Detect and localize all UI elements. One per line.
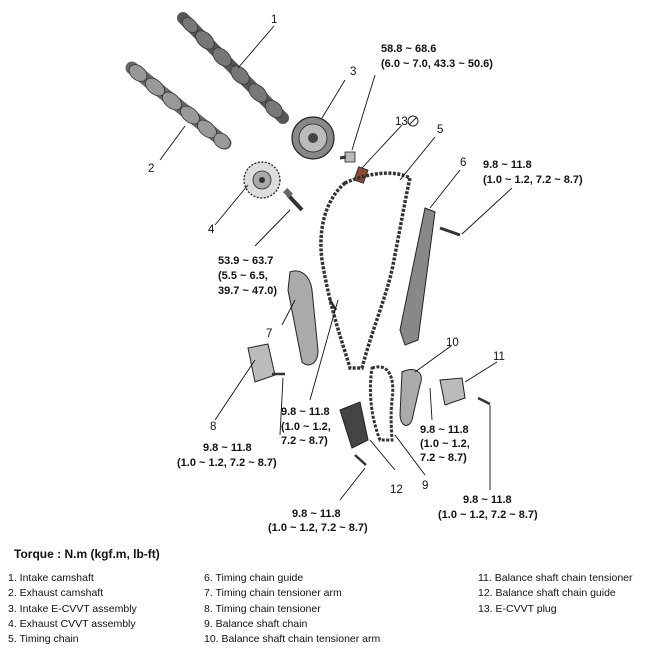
torque-spec-10: 9.8 ~ 11.8 (1.0 ~ 1.2, 7.2 ~ 8.7) <box>420 424 470 464</box>
torque-line: 53.9 ~ 63.7 <box>218 255 273 267</box>
torque-line: 9.8 ~ 11.8 <box>420 424 469 436</box>
timing-chain-tensioner-arm-part <box>287 270 319 366</box>
torque-line: (1.0 ~ 1.2, <box>281 421 331 433</box>
guide-12-bolt-part <box>354 454 367 466</box>
legend-item: 10. Balance shaft chain tensioner arm <box>204 633 381 646</box>
ecvvt-bolt-part <box>339 151 356 163</box>
legend-item: 6. Timing chain guide <box>204 572 304 584</box>
torque-line: 9.8 ~ 11.8 <box>281 406 330 418</box>
torque-spec-11: 9.8 ~ 11.8 (1.0 ~ 1.2, 7.2 ~ 8.7) <box>438 494 538 521</box>
legend-item: 12. Balance shaft chain guide <box>478 587 616 600</box>
legend-column-3: 11. Balance shaft chain tensioner 12. Ba… <box>478 571 633 617</box>
legend-item: 7. Timing chain tensioner arm <box>204 587 342 600</box>
callout-5: 5 <box>437 124 443 136</box>
balance-shaft-chain-part <box>368 365 395 442</box>
torque-spec-7: 9.8 ~ 11.8 (1.0 ~ 1.2, 7.2 ~ 8.7) <box>281 406 331 447</box>
timing-chain-guide-part <box>399 207 436 346</box>
legend-item: 1. Intake camshaft <box>8 572 94 584</box>
torque-spec-8: 9.8 ~ 11.8 (1.0 ~ 1.2, 7.2 ~ 8.7) <box>177 442 277 469</box>
torque-line: 58.8 ~ 68.6 <box>381 43 436 55</box>
torque-spec-6: 9.8 ~ 11.8 (1.0 ~ 1.2, 7.2 ~ 8.7) <box>483 159 583 186</box>
torque-line: (5.5 ~ 6.5, <box>218 270 268 282</box>
balance-shaft-tensioner-part <box>439 377 466 406</box>
balance-tensioner-bolt-part <box>477 396 491 406</box>
torque-spec-4: 53.9 ~ 63.7 (5.5 ~ 6.5, 39.7 ~ 47.0) <box>218 255 277 297</box>
callout-11: 11 <box>493 351 505 363</box>
legend-item: 11. Balance shaft chain tensioner <box>478 572 633 584</box>
torque-spec-12: 9.8 ~ 11.8 (1.0 ~ 1.2, 7.2 ~ 8.7) <box>268 508 368 534</box>
legend-item: 2. Exhaust camshaft <box>8 587 104 600</box>
torque-line: 9.8 ~ 11.8 <box>203 442 252 454</box>
callout-2: 2 <box>148 163 154 175</box>
legend-item: 4. Exhaust CVVT assembly <box>8 617 136 630</box>
torque-line: 9.8 ~ 11.8 <box>463 494 512 506</box>
legend-title: Torque : N.m (kgf.m, lb-ft) <box>14 547 160 561</box>
torque-line: (6.0 ~ 7.0, 43.3 ~ 50.6) <box>381 58 493 70</box>
exhaust-cvvt-assembly-part <box>243 161 281 199</box>
torque-line: (1.0 ~ 1.2, 7.2 ~ 8.7) <box>177 457 277 469</box>
callout-13: 13 <box>395 116 408 128</box>
legend-item: 8. Timing chain tensioner <box>204 602 321 615</box>
torque-line: (1.0 ~ 1.2, <box>420 438 470 450</box>
torque-line: 7.2 ~ 8.7) <box>420 452 467 464</box>
torque-line: 9.8 ~ 11.8 <box>483 159 532 171</box>
callout-1: 1 <box>271 14 277 26</box>
legend-item: 5. Timing chain <box>8 633 79 646</box>
legend-item: 13. E-CVVT plug <box>478 602 557 615</box>
callout-8: 8 <box>210 421 216 433</box>
callout-4: 4 <box>208 224 215 236</box>
callout-6: 6 <box>460 157 466 169</box>
torque-line: (1.0 ~ 1.2, 7.2 ~ 8.7) <box>438 509 538 521</box>
legend-item: 3. Intake E-CVVT assembly <box>8 602 137 615</box>
timing-system-diagram: 1 2 3 4 5 6 7 8 9 10 11 12 13 58.8 ~ 68.… <box>125 12 583 534</box>
legend-item: 9. Balance shaft chain <box>204 617 308 630</box>
timing-chain-part <box>319 171 413 370</box>
torque-line: 7.2 ~ 8.7) <box>281 435 328 447</box>
callout-9: 9 <box>422 480 428 492</box>
callout-12: 12 <box>390 484 403 496</box>
callout-7: 7 <box>266 328 272 340</box>
intake-camshaft-part <box>177 12 289 124</box>
leader-lines <box>159 25 513 501</box>
torque-line: 9.8 ~ 11.8 <box>292 508 341 520</box>
arm-bolt-part <box>328 299 338 311</box>
guide-bolt-part <box>439 226 461 237</box>
cvvt-bolt-part <box>283 188 304 212</box>
intake-ecvvt-assembly-part <box>291 116 335 160</box>
legend-column-1: 1. Intake camshaft 2. Exhaust camshaft 3… <box>8 571 137 647</box>
callout-10: 10 <box>446 337 459 349</box>
ecvvt-plug-part <box>353 115 419 184</box>
exhaust-camshaft-part <box>125 61 232 150</box>
callout-3: 3 <box>350 66 356 78</box>
torque-line: (1.0 ~ 1.2, 7.2 ~ 8.7) <box>268 522 368 534</box>
legend-column-2: 6. Timing chain guide 7. Timing chain te… <box>204 571 380 647</box>
timing-chain-tensioner-part <box>247 343 276 383</box>
torque-line: (1.0 ~ 1.2, 7.2 ~ 8.7) <box>483 174 583 186</box>
torque-line: 39.7 ~ 47.0) <box>218 285 277 297</box>
torque-spec-3: 58.8 ~ 68.6 (6.0 ~ 7.0, 43.3 ~ 50.6) <box>381 43 493 70</box>
balance-shaft-tensioner-arm-part <box>399 369 422 426</box>
balance-shaft-chain-guide-part <box>339 401 369 449</box>
